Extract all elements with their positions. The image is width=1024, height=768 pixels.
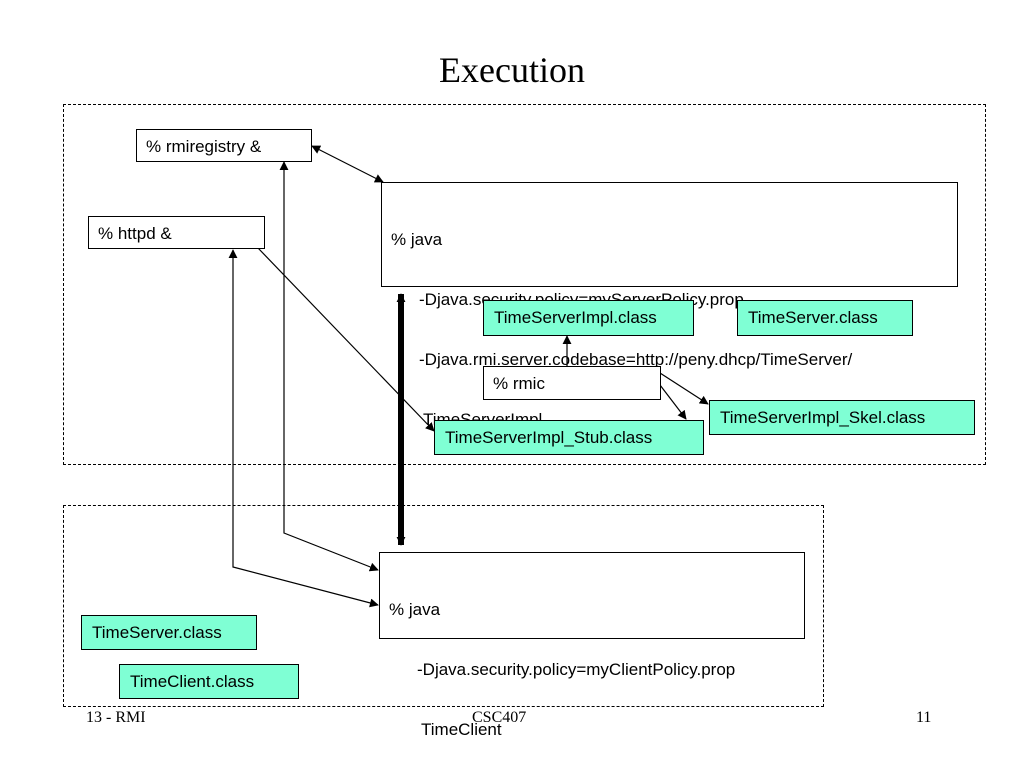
footer-page-number: 11 xyxy=(916,709,932,726)
slide-title: Execution xyxy=(439,50,585,90)
server-zone xyxy=(63,104,986,465)
time-server-impl-skel-class-box: TimeServerImpl_Skel.class xyxy=(709,400,975,435)
server-java-command-box: % java -Djava.security.policy=myServerPo… xyxy=(381,182,958,429)
footer-center: CSC407 xyxy=(472,709,527,726)
time-server-impl-class-box: TimeServerImpl.class xyxy=(483,300,694,336)
client-java-command-box: % java -Djava.security.policy=myClientPo… xyxy=(379,552,805,739)
client-policy-line: -Djava.security.policy=myClientPolicy.pr… xyxy=(417,660,736,679)
footer-left: 13 - RMI xyxy=(86,709,146,726)
time-server-class-box-server: TimeServer.class xyxy=(737,300,913,336)
time-server-class-box-client: TimeServer.class xyxy=(81,615,257,650)
httpd-command-box: % httpd & xyxy=(88,216,265,249)
time-server-impl-stub-class-box: TimeServerImpl_Stub.class xyxy=(434,420,704,455)
rmic-command-box: % rmic xyxy=(483,366,661,400)
rmiregistry-command-box: % rmiregistry & xyxy=(136,129,312,162)
time-client-class-box: TimeClient.class xyxy=(119,664,299,699)
server-codebase-line: -Djava.rmi.server.codebase=http://peny.d… xyxy=(419,350,853,369)
client-java-line: % java xyxy=(389,600,441,619)
server-java-line: % java xyxy=(391,230,443,249)
client-zone xyxy=(63,505,824,707)
client-main-class-line: TimeClient xyxy=(421,720,502,739)
